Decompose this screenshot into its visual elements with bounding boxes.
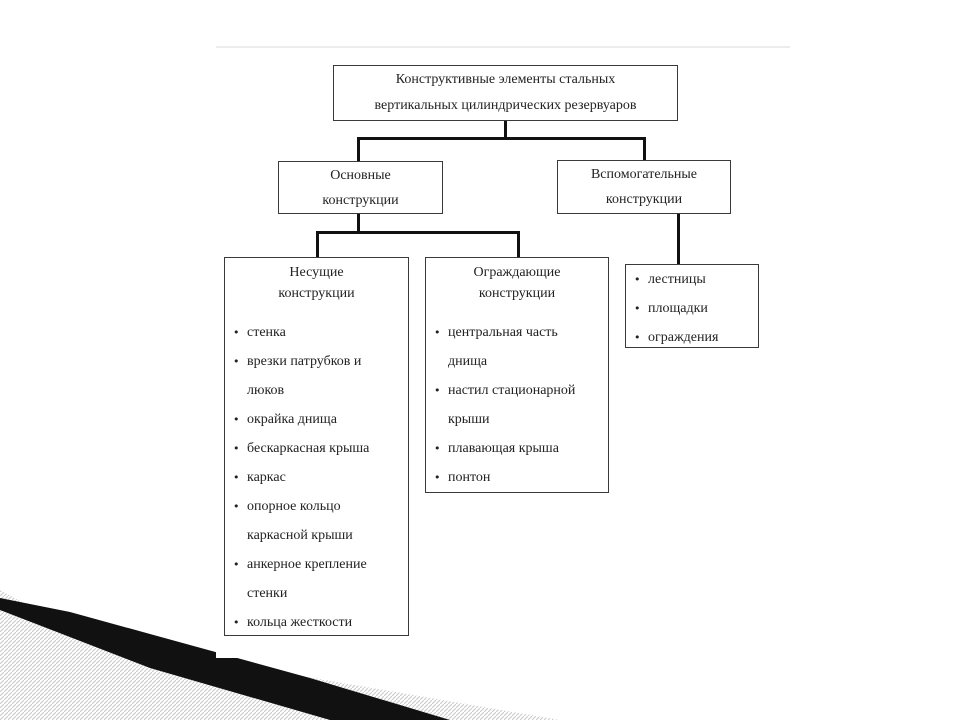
- connector-main-down: [357, 212, 360, 233]
- list-item: центральная часть: [426, 318, 608, 347]
- enclosing-list: центральная часть днища настил стационар…: [426, 318, 608, 492]
- load-bearing-heading: Несущие конструкции: [225, 258, 408, 318]
- main-structures-box: Основные конструкции: [278, 161, 443, 214]
- enclosing-heading: Ограждающие конструкции: [426, 258, 608, 318]
- connector-root-down: [504, 120, 507, 139]
- enclosing-heading-line-1: Ограждающие: [473, 265, 561, 280]
- root-title-line-1: Конструктивные элементы стальных: [395, 72, 616, 87]
- root-box: Конструктивные элементы стальных вертика…: [333, 65, 678, 121]
- list-item: опорное кольцо: [225, 492, 408, 521]
- list-item: врезки патрубков и: [225, 347, 408, 376]
- connector-mid-bar: [316, 231, 520, 234]
- enclosing-heading-line-2: конструкции: [478, 286, 556, 301]
- list-item-continuation: люков: [247, 383, 285, 398]
- main-structures-line-2: конструкции: [322, 193, 399, 208]
- list-item: понтон: [426, 463, 608, 492]
- list-item: кольца жесткости: [225, 608, 408, 637]
- auxiliary-list-box: лестницы площадки ограждения: [625, 264, 759, 352]
- enclosing-box: Ограждающие конструкции центральная част…: [425, 257, 609, 493]
- list-item: каркас: [225, 463, 408, 492]
- list-item: настил стационарной: [426, 376, 608, 405]
- list-item-continuation: стенки: [247, 586, 288, 601]
- auxiliary-list: лестницы площадки ограждения: [626, 265, 758, 352]
- hatched-wedge: [0, 590, 560, 720]
- list-item: площадки: [626, 294, 758, 323]
- connector-auxiliary-down: [677, 213, 680, 265]
- list-item: плавающая крыша: [426, 434, 608, 463]
- load-bearing-box: Несущие конструкции стенка врезки патруб…: [224, 257, 409, 637]
- connector-to-auxiliary: [643, 137, 646, 161]
- auxiliary-structures-line-1: Вспомогательные: [590, 167, 698, 182]
- list-item: стенка: [225, 318, 408, 347]
- connector-to-main: [357, 137, 360, 162]
- connector-to-enclosing: [517, 231, 520, 258]
- dark-wedge: [0, 598, 450, 720]
- list-item-continuation: днища: [448, 354, 488, 369]
- auxiliary-structures-line-2: конструкции: [605, 192, 683, 207]
- auxiliary-structures-box: Вспомогательные конструкции: [557, 160, 731, 214]
- list-item: лестницы: [626, 265, 758, 294]
- list-item: ограждения: [626, 323, 758, 352]
- list-item: окрайка днища: [225, 405, 408, 434]
- list-item-continuation: крыши: [448, 412, 490, 427]
- root-title-line-2: вертикальных цилиндрических резервуаров: [374, 98, 637, 113]
- list-item-continuation: каркасной крыши: [247, 528, 353, 543]
- connector-to-load-bearing: [316, 231, 319, 258]
- list-item: бескаркасная крыша: [225, 434, 408, 463]
- connector-top-bar: [357, 137, 646, 140]
- load-bearing-heading-line-1: Несущие: [289, 265, 344, 280]
- list-item: анкерное крепление: [225, 550, 408, 579]
- load-bearing-heading-line-2: конструкции: [278, 286, 355, 301]
- load-bearing-list: стенка врезки патрубков и люков окрайка …: [225, 318, 408, 637]
- main-structures-line-1: Основные: [330, 168, 391, 183]
